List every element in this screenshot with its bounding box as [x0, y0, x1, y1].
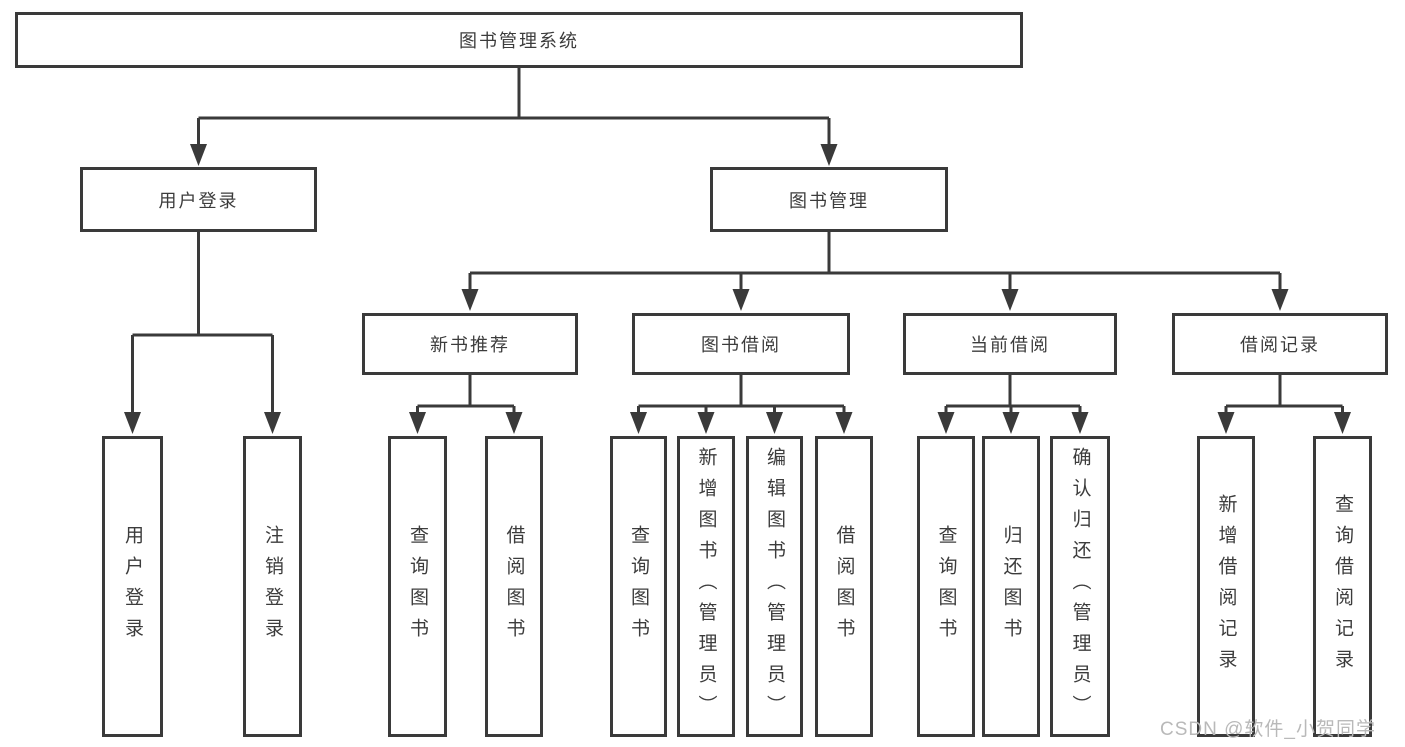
node-current-borrowing: 当前借阅: [903, 313, 1117, 375]
arrowheads-new-book-recommend: [409, 412, 523, 434]
connectors-current-borrowing: [944, 375, 1082, 414]
connectors-borrowing-records: [1224, 375, 1344, 414]
leaf-records-query-record-label: 查询借阅记录: [1332, 493, 1353, 680]
node-new-book-recommend: 新书推荐: [362, 313, 578, 375]
leaf-current-return-books: 归还图书: [982, 436, 1040, 737]
connectors-root: [197, 68, 831, 146]
leaf-borrow-add-books-admin: 新增图书（管理员）: [677, 436, 735, 737]
leaf-user-login-label: 用户登录: [122, 524, 143, 649]
leaf-current-confirm-return-admin-label: 确认归还（管理员）: [1069, 447, 1091, 726]
node-borrowing-records: 借阅记录: [1172, 313, 1388, 375]
leaf-records-add-record-label: 新增借阅记录: [1215, 493, 1237, 680]
leaf-user-login: 用户登录: [102, 436, 163, 737]
leaf-borrow-edit-books-admin-label: 编辑图书（管理员）: [764, 447, 785, 726]
node-new-book-recommend-label: 新书推荐: [430, 335, 510, 355]
node-book-borrowing-label: 图书借阅: [701, 335, 781, 355]
node-book-management: 图书管理: [710, 167, 948, 232]
leaf-newbook-query-books: 查询图书: [388, 436, 447, 737]
leaf-logout-label: 注销登录: [262, 524, 283, 649]
node-library-management-system: 图书管理系统: [15, 12, 1023, 68]
node-current-borrowing-label: 当前借阅: [970, 335, 1050, 355]
node-library-management-system-label: 图书管理系统: [459, 31, 579, 51]
arrowheads-book-management: [461, 289, 1289, 311]
leaf-newbook-borrow-books-label: 借阅图书: [503, 524, 525, 649]
arrowheads-borrowing-records: [1217, 412, 1351, 434]
leaf-borrow-query-books: 查询图书: [610, 436, 667, 737]
arrowheads-user-login: [124, 412, 281, 434]
leaf-borrow-edit-books-admin: 编辑图书（管理员）: [746, 436, 803, 737]
leaf-records-add-record: 新增借阅记录: [1197, 436, 1255, 737]
arrowheads-root: [190, 144, 838, 166]
leaf-current-query-books: 查询图书: [917, 436, 975, 737]
watermark: CSDN @软件_小贺同学: [1160, 719, 1376, 740]
connectors-user-login: [131, 232, 274, 414]
leaf-borrow-add-books-admin-label: 新增图书（管理员）: [695, 447, 717, 726]
leaf-borrow-borrow-books-label: 借阅图书: [833, 524, 855, 649]
connectors-book-management: [468, 232, 1282, 291]
leaf-newbook-query-books-label: 查询图书: [407, 524, 428, 649]
leaf-borrow-borrow-books: 借阅图书: [815, 436, 873, 737]
node-user-login: 用户登录: [80, 167, 317, 232]
leaf-records-query-record: 查询借阅记录: [1313, 436, 1372, 737]
node-book-management-label: 图书管理: [789, 190, 869, 211]
node-book-borrowing: 图书借阅: [632, 313, 850, 375]
leaf-logout: 注销登录: [243, 436, 302, 737]
leaf-current-query-books-label: 查询图书: [935, 524, 957, 649]
leaf-current-return-books-label: 归还图书: [1000, 524, 1022, 649]
connectors-book-borrowing: [637, 375, 846, 414]
arrowheads-current-borrowing: [937, 412, 1089, 434]
leaf-borrow-query-books-label: 查询图书: [628, 524, 649, 649]
connectors-new-book-recommend: [416, 375, 516, 414]
node-borrowing-records-label: 借阅记录: [1240, 335, 1320, 355]
leaf-newbook-borrow-books: 借阅图书: [485, 436, 543, 737]
node-user-login-label: 用户登录: [158, 190, 239, 211]
arrowheads-book-borrowing: [630, 412, 853, 434]
leaf-current-confirm-return-admin: 确认归还（管理员）: [1050, 436, 1110, 737]
